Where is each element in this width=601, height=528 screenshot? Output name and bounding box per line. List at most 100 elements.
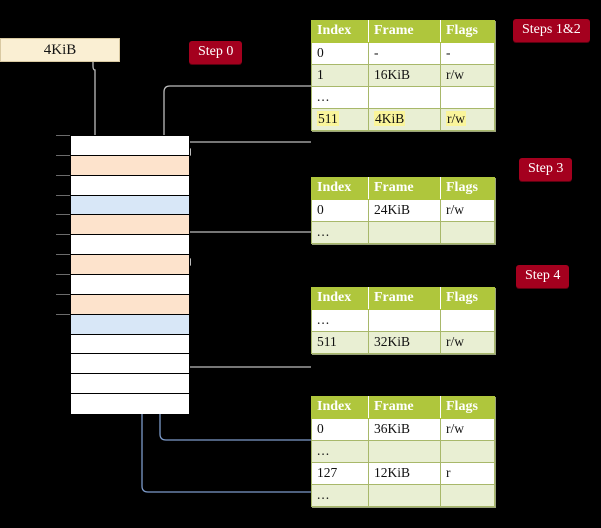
cell-index: 127 [311, 462, 369, 485]
column-header-flags: Flags [440, 287, 495, 310]
step-label-1-2: Steps 1&2 [513, 19, 590, 42]
cell-flags: r/w [440, 331, 495, 354]
page-table-row[interactable]: ... [311, 484, 495, 507]
page-table-row[interactable]: 0-- [311, 42, 495, 65]
memory-frame-row [71, 374, 189, 395]
cell-flags: r/w [440, 64, 495, 87]
memory-frame-row [71, 394, 189, 414]
step-label-0: Step 0 [189, 41, 243, 64]
cell-flags: - [440, 42, 495, 65]
memory-frame-row [71, 314, 189, 335]
cell-frame [368, 86, 441, 109]
column-header-flags: Flags [440, 177, 495, 200]
cell-index: 511 [311, 331, 369, 354]
cell-frame: 36KiB [368, 418, 441, 441]
memory-frame-row [71, 275, 189, 295]
cell-flags [440, 309, 495, 332]
wire-step2 [183, 141, 311, 156]
column-header-frame: Frame [368, 20, 441, 43]
memory-tick [56, 194, 70, 196]
page-table-row[interactable]: ... [311, 440, 495, 463]
memory-frame-row [71, 136, 189, 156]
column-header-index: Index [311, 287, 369, 310]
page-table-row[interactable]: 511 4KiB r/w [311, 108, 495, 131]
ellipsis-marker: ... [317, 487, 331, 502]
cell-index: ... [311, 221, 369, 244]
column-header-flags: Flags [440, 20, 495, 43]
cell-index: ... [311, 309, 369, 332]
cell-index: 511 [311, 108, 369, 131]
cell-index: 0 [311, 42, 369, 65]
memory-frame-row [71, 175, 189, 196]
memory-frame-row [71, 195, 189, 216]
memory-tick [56, 313, 70, 315]
highlighted-value: r/w [446, 111, 466, 126]
column-header-frame: Frame [368, 287, 441, 310]
wire-step3 [183, 231, 311, 266]
ellipsis-marker: ... [317, 312, 331, 327]
column-header-index: Index [311, 396, 369, 419]
column-header-flags: Flags [440, 396, 495, 419]
memory-tick [56, 154, 70, 156]
cell-frame [368, 309, 441, 332]
cell-flags: r [440, 462, 495, 485]
memory-frame-row [71, 155, 189, 176]
cell-flags [440, 440, 495, 463]
column-header-frame: Frame [368, 396, 441, 419]
memory-tick [56, 214, 70, 216]
cell-index: ... [311, 440, 369, 463]
page-table-row[interactable]: ... [311, 221, 495, 244]
page-table-row[interactable]: ... [311, 309, 495, 332]
memory-frame-row [71, 215, 189, 236]
cell-frame: 12KiB [368, 462, 441, 485]
column-header-index: Index [311, 20, 369, 43]
cell-flags: r/w [440, 199, 495, 222]
memory-tick [56, 254, 70, 256]
cell-flags [440, 221, 495, 244]
highlighted-value: 4KiB [374, 111, 406, 126]
cell-flags: r/w [440, 418, 495, 441]
ellipsis-marker: ... [317, 224, 331, 239]
cell-flags: r/w [440, 108, 495, 131]
page-table-row[interactable]: ... [311, 86, 495, 109]
cell-frame [368, 484, 441, 507]
ellipsis-marker: ... [317, 89, 331, 104]
source-frame-box: 4KiB [0, 38, 120, 62]
step-label-4: Step 4 [516, 265, 570, 288]
wire-step4 [177, 308, 311, 368]
memory-tick [56, 293, 70, 295]
memory-frame-row [71, 235, 189, 256]
ellipsis-marker: ... [317, 443, 331, 458]
step-label-3: Step 3 [519, 158, 573, 181]
cell-index: 0 [311, 418, 369, 441]
cell-frame: 16KiB [368, 64, 441, 87]
cell-frame: 32KiB [368, 331, 441, 354]
highlighted-value: 511 [317, 111, 339, 126]
memory-frame-row [71, 255, 189, 275]
memory-tick [56, 135, 70, 136]
cell-index: 0 [311, 199, 369, 222]
physical-memory-column [70, 135, 190, 414]
column-header-frame: Frame [368, 177, 441, 200]
cell-index: 1 [311, 64, 369, 87]
memory-frame-row [71, 294, 189, 315]
cell-index: ... [311, 86, 369, 109]
memory-tick [56, 174, 70, 176]
memory-tick [56, 234, 70, 236]
source-frame-label: 4KiB [43, 42, 77, 58]
memory-tick [56, 274, 70, 275]
cell-frame [368, 221, 441, 244]
column-header-index: Index [311, 177, 369, 200]
cell-frame [368, 440, 441, 463]
cell-flags [440, 484, 495, 507]
